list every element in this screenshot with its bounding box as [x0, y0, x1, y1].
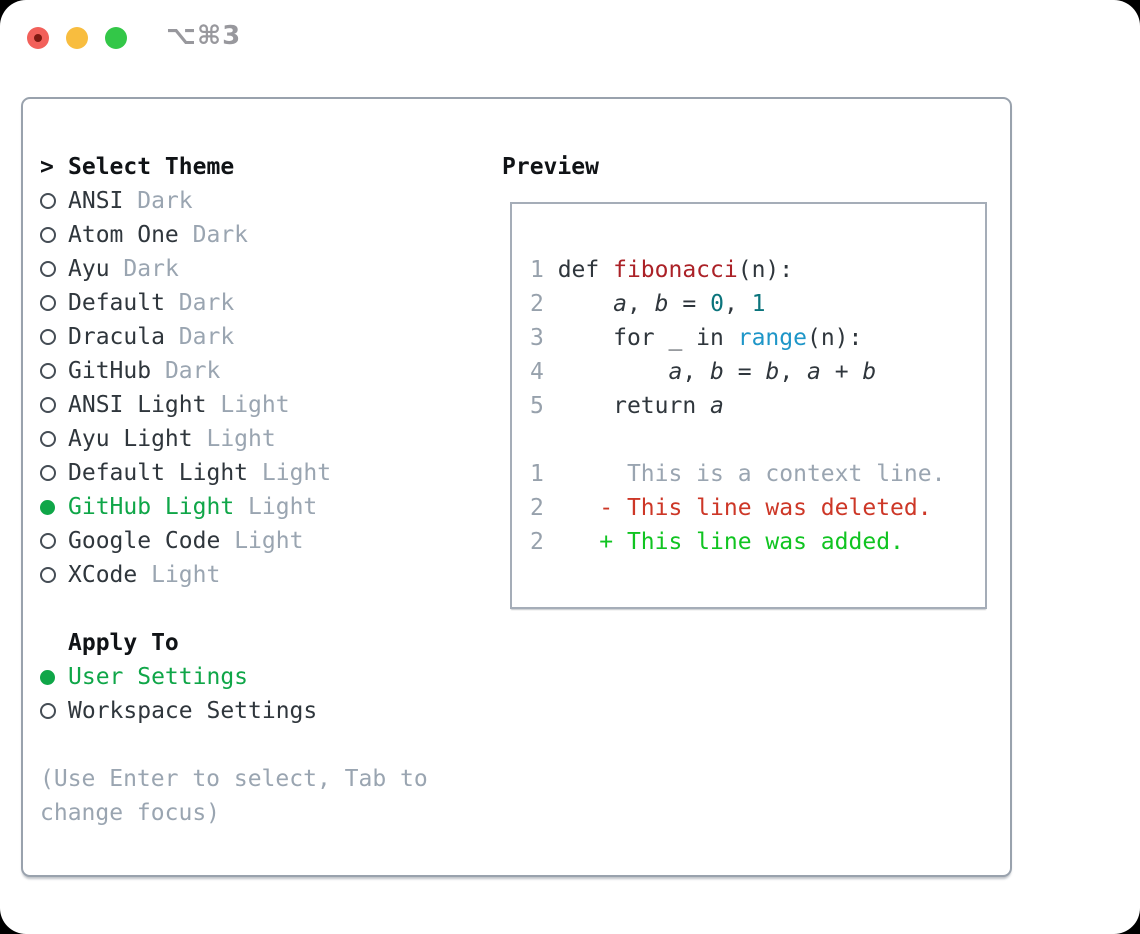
- theme-option-label: ANSI Light Light: [68, 392, 290, 418]
- diff-preview: 1 This is a context line. 2 - This line w…: [530, 457, 985, 559]
- radio-icon: [40, 431, 68, 447]
- code-line: 3 for _ in range(n):: [530, 325, 863, 351]
- traffic-lights: [27, 27, 127, 49]
- apply-to-option-label: User Settings: [68, 664, 249, 690]
- spacer: [40, 728, 485, 762]
- theme-option-label: Ayu Light Light: [68, 426, 276, 452]
- theme-option[interactable]: ANSI Dark: [40, 184, 485, 218]
- diff-line: 2 + This line was added.: [530, 529, 904, 555]
- theme-option-label: XCode Light: [68, 562, 221, 588]
- apply-to-heading-row: Apply To: [40, 626, 485, 660]
- radio-icon: [40, 465, 68, 481]
- radio-icon: [40, 295, 68, 311]
- preview-box: 1 def fibonacci(n): 2 a, b = 0, 1 3 for _ …: [510, 202, 987, 609]
- apply-to-option[interactable]: Workspace Settings: [40, 694, 485, 728]
- zoom-button[interactable]: [105, 27, 127, 49]
- radio-selected-icon: [40, 669, 68, 685]
- radio-icon: [40, 567, 68, 583]
- radio-icon: [40, 533, 68, 549]
- theme-option[interactable]: Default Dark: [40, 286, 485, 320]
- theme-option-label: GitHub Dark: [68, 358, 221, 384]
- close-dot-icon: [34, 34, 42, 42]
- theme-option[interactable]: Default Light Light: [40, 456, 485, 490]
- theme-option-label: GitHub Light Light: [68, 494, 318, 520]
- diff-line: 1 This is a context line.: [530, 461, 946, 487]
- theme-option[interactable]: ANSI Light Light: [40, 388, 485, 422]
- theme-option[interactable]: Google Code Light: [40, 524, 485, 558]
- radio-icon: [40, 703, 68, 719]
- code-line: 1 def fibonacci(n):: [530, 257, 794, 283]
- spacer: [40, 592, 485, 626]
- radio-icon: [40, 397, 68, 413]
- radio-selected-icon: [40, 499, 68, 515]
- apply-to-option-label: Workspace Settings: [68, 698, 318, 724]
- radio-icon: [40, 329, 68, 345]
- minimize-button[interactable]: [66, 27, 88, 49]
- radio-icon: [40, 227, 68, 243]
- theme-option-label: ANSI Dark: [68, 188, 193, 214]
- preview-heading: Preview: [502, 154, 599, 180]
- theme-option[interactable]: Atom One Dark: [40, 218, 485, 252]
- theme-option[interactable]: Ayu Dark: [40, 252, 485, 286]
- radio-icon: [40, 193, 68, 209]
- theme-option[interactable]: GitHub Light Light: [40, 490, 485, 524]
- theme-option-label: Dracula Dark: [68, 324, 235, 350]
- theme-option[interactable]: Ayu Light Light: [40, 422, 485, 456]
- apply-to-heading: Apply To: [68, 630, 179, 656]
- apply-to-option[interactable]: User Settings: [40, 660, 485, 694]
- select-theme-heading-row: > Select Theme: [40, 150, 485, 184]
- code-preview: 1 def fibonacci(n): 2 a, b = 0, 1 3 for _ …: [530, 253, 985, 423]
- theme-option[interactable]: Dracula Dark: [40, 320, 485, 354]
- select-theme-heading: Select Theme: [68, 154, 235, 180]
- theme-option-label: Google Code Light: [68, 528, 304, 554]
- theme-option-label: Default Light Light: [68, 460, 332, 486]
- prompt-marker: >: [40, 154, 54, 180]
- close-button[interactable]: [27, 27, 49, 49]
- theme-option-label: Atom One Dark: [68, 222, 249, 248]
- titlebar: ⌥⌘3: [0, 0, 1140, 76]
- hint-text: (Use Enter to select, Tab to change focu…: [40, 766, 428, 826]
- radio-icon: [40, 363, 68, 379]
- theme-option[interactable]: XCode Light: [40, 558, 485, 592]
- code-line: 2 a, b = 0, 1: [530, 291, 766, 317]
- theme-option[interactable]: GitHub Dark: [40, 354, 485, 388]
- code-line: 4 a, b = b, a + b: [530, 359, 877, 385]
- theme-option-label: Default Dark: [68, 290, 235, 316]
- radio-icon: [40, 261, 68, 277]
- code-line: 5 return a: [530, 393, 724, 419]
- theme-option-label: Ayu Dark: [68, 256, 179, 282]
- diff-line: 2 - This line was deleted.: [530, 495, 932, 521]
- window-title: ⌥⌘3: [166, 21, 242, 51]
